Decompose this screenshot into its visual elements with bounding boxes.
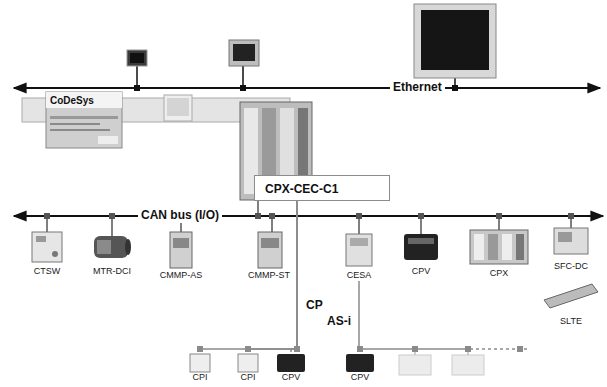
switch-detail	[36, 236, 46, 242]
valve-terminal-icon	[346, 354, 374, 372]
software-screen	[164, 95, 192, 121]
bus-node-dot	[418, 213, 424, 219]
switch-detail	[52, 251, 58, 257]
greyed-device-icon	[399, 355, 431, 375]
greyed-device-icon	[452, 355, 484, 375]
device-name: CESA	[344, 270, 374, 281]
drop-line	[136, 66, 138, 88]
bus-connector	[200, 201, 297, 352]
bus-node-dot	[109, 213, 115, 219]
device-node: CPV	[345, 352, 375, 383]
switch-icon	[32, 232, 62, 262]
terminal-slice	[474, 234, 484, 260]
bus-node-dot	[496, 213, 502, 219]
bus-node-dot	[44, 213, 50, 219]
gateway-icon	[346, 234, 372, 266]
bus-node-dot	[452, 85, 458, 91]
bus-node-dot	[568, 213, 574, 219]
software-box-top	[46, 92, 122, 108]
ethernet-line	[14, 87, 600, 89]
drive-icon	[554, 228, 588, 254]
device-node: CPV	[402, 228, 440, 277]
can-bus-line	[14, 215, 603, 217]
panel-screen	[229, 40, 259, 66]
slide-icon	[544, 284, 598, 308]
device-name: CPV	[345, 372, 375, 383]
controller-name: CPX-CEC-C1	[265, 182, 338, 197]
terminal-slice	[516, 234, 524, 260]
motor-shaft	[125, 239, 131, 255]
motor-detail	[97, 240, 111, 254]
device-node: SFC-DC	[552, 224, 590, 272]
device-node: CESA	[344, 228, 374, 281]
gateway-detail	[350, 238, 368, 246]
device-name: MTR-DCI	[91, 266, 133, 277]
controller-icon	[170, 232, 192, 268]
panel-screen	[414, 4, 496, 78]
software-box	[46, 92, 122, 148]
device-name: CPI	[237, 372, 259, 383]
io-module-icon	[190, 354, 210, 372]
bus-connector	[359, 281, 360, 352]
terminal-slice	[488, 234, 498, 260]
drop-line	[242, 66, 244, 88]
controller-label-box: CPX-CEC-C1	[254, 175, 390, 201]
bus-node-dot	[517, 346, 523, 352]
device-name: CPI	[189, 372, 211, 383]
controller-detail	[173, 238, 189, 248]
bus-node-dot	[240, 85, 246, 91]
bus-node-dot	[255, 213, 261, 219]
io-module-icon	[238, 354, 258, 372]
software-box-stripe	[50, 123, 100, 125]
software-screen-display	[167, 98, 189, 116]
bus-label: AS-i	[324, 314, 354, 329]
device-node: CTSW	[30, 228, 64, 277]
motor-icon	[94, 236, 128, 258]
device-name: CPV	[402, 266, 440, 277]
software-box-badge	[98, 136, 118, 144]
controller-icon	[258, 232, 282, 268]
device-node: CPI	[237, 352, 259, 383]
valve-terminal-icon	[277, 354, 305, 372]
valve-detail	[408, 238, 434, 244]
device-name: CTSW	[30, 266, 64, 277]
bus-node-dot	[412, 346, 418, 352]
bus-connector	[291, 201, 297, 352]
device-node: CMMP-AS	[158, 228, 205, 281]
device-name: CMMP-AS	[158, 270, 205, 281]
device-name: SLTE	[543, 316, 599, 327]
device-node: CPV	[276, 352, 306, 383]
device-node: CPI	[189, 352, 211, 383]
bus-label: Ethernet	[390, 80, 445, 95]
device-name: CMMP-ST	[246, 270, 292, 281]
device-name: SFC-DC	[552, 261, 590, 272]
bus-node-dot	[356, 213, 362, 219]
controller-detail	[261, 238, 279, 248]
device-node: MTR-DCI	[91, 230, 133, 277]
software-box-stripe	[50, 116, 118, 119]
panel-display	[130, 53, 144, 63]
device-node: CPX	[468, 224, 530, 279]
bus-label: CP	[303, 298, 326, 313]
terminal-icon	[470, 230, 528, 264]
bus-node-dot	[134, 85, 140, 91]
valve-terminal-icon	[404, 234, 438, 260]
terminal-slice	[502, 234, 512, 260]
panel-display	[421, 10, 489, 70]
device-name: CPV	[276, 372, 306, 383]
software-box-stripe	[50, 129, 110, 131]
bus-node-dot	[269, 213, 275, 219]
panel-screen	[127, 50, 147, 66]
bus-node-dot	[465, 346, 471, 352]
device-node: CMMP-ST	[246, 228, 292, 281]
drive-detail	[558, 232, 572, 242]
device-name: CPX	[468, 268, 530, 279]
software-logo-text: CoDeSys	[50, 93, 94, 108]
panel-display	[233, 44, 255, 61]
bus-label: CAN bus (I/O)	[138, 208, 222, 223]
device-node: SLTE	[543, 282, 599, 327]
